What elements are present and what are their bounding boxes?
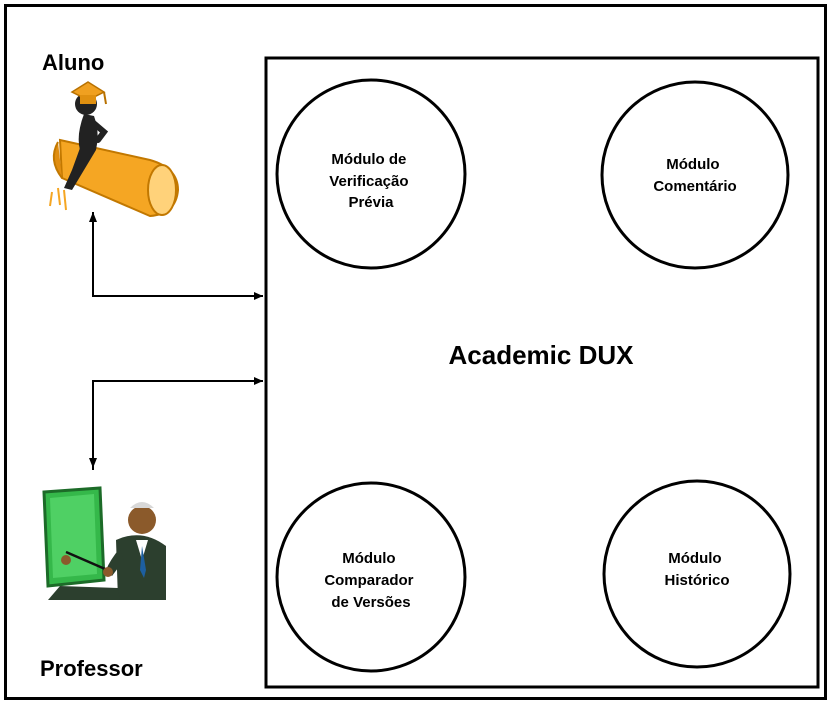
module-verificacao-label: Módulo de Verificação Prévia: [329, 151, 412, 211]
module-comparador-circle: [275, 481, 467, 673]
system-label: Academic DUX: [449, 340, 635, 370]
teacher-at-board-icon: [42, 486, 166, 600]
diagram-frame: [4, 4, 827, 700]
actor-aluno-label: Aluno: [42, 50, 104, 75]
module-historico-circle: [602, 479, 792, 669]
professor-arrowhead: [89, 458, 97, 468]
module-historico-label: Módulo Histórico: [664, 550, 729, 589]
module-verificacao: Módulo de Verificação Prévia: [275, 78, 467, 270]
system-boundary: [264, 56, 820, 689]
module-comparador-label: Módulo Comparador de Versões: [324, 550, 417, 611]
aluno-arrowhead: [89, 212, 97, 222]
professor-system-connector: [92, 377, 263, 470]
module-comentario-label: Módulo Comentário: [653, 156, 736, 195]
module-verificacao-circle: [275, 78, 467, 270]
graduate-on-megaphone-icon: [49, 81, 180, 218]
aluno-system-connector: [92, 212, 263, 300]
module-comentario: Módulo Comentário: [600, 80, 790, 270]
module-historico: Módulo Histórico: [602, 479, 792, 669]
module-comparador: Módulo Comparador de Versões: [275, 481, 467, 673]
actor-professor-label: Professor: [40, 656, 143, 681]
module-comentario-circle: [600, 80, 790, 270]
